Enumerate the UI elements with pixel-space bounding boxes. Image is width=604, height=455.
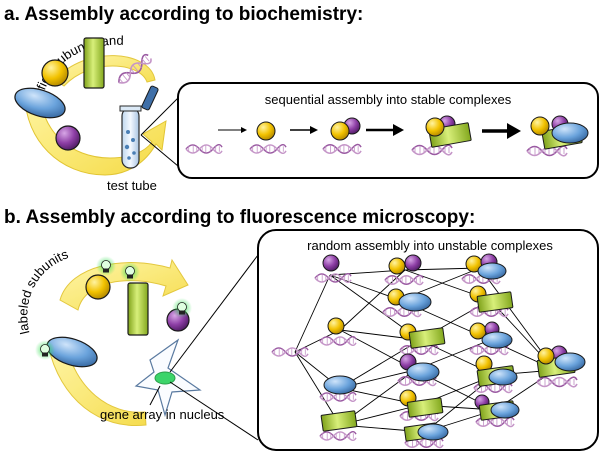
purple-subunit (55, 125, 81, 151)
labeled-yellow-subunit (85, 274, 111, 300)
zoom-line-top (140, 97, 179, 136)
assembly-network-nodes (271, 253, 586, 449)
sequential-assembly-steps (185, 115, 589, 157)
zoom-line-b-top (169, 254, 259, 373)
test-tube-label: test tube (107, 178, 157, 193)
light-bulb-icon (95, 255, 117, 277)
labeled-green-subunit (127, 282, 149, 336)
panel-a-title: a. Assembly according to biochemistry: (4, 4, 363, 25)
light-bulb-icon (171, 297, 193, 319)
green-subunit (83, 37, 105, 89)
test-tube (119, 85, 159, 169)
panel-b-title: b. Assembly according to fluorescence mi… (4, 207, 475, 228)
light-bulb-icon (34, 339, 56, 361)
yellow-subunit (41, 59, 69, 87)
gene-array-spot (154, 371, 176, 385)
yellow-cycle-arrow (24, 89, 167, 176)
panel-b-curved-label: labeled subunits (15, 246, 70, 336)
blue-subunit (14, 87, 66, 119)
sequential-assembly-label: sequential assembly into stable complexe… (265, 92, 512, 107)
gene-array-pointer (149, 385, 161, 406)
zoom-line-bottom (140, 134, 179, 167)
random-assembly-label: random assembly into unstable complexes (307, 238, 553, 253)
gene-array-label: gene array in nucleus (100, 407, 225, 422)
light-bulb-icon (119, 261, 141, 283)
zoom-line-b-bottom (169, 381, 259, 441)
